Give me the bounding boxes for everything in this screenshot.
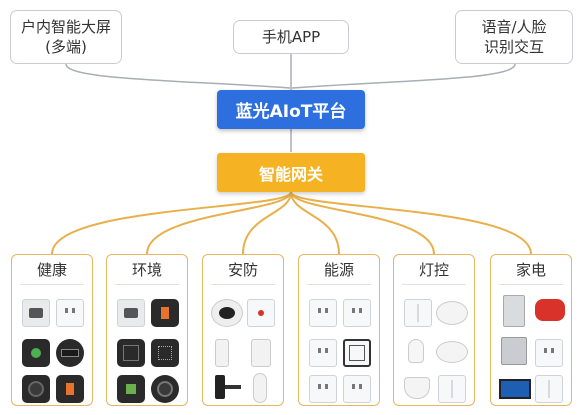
ceiling-light-icon (436, 301, 468, 325)
smart-screen-node: 户内智能大屏 (多端) (10, 10, 122, 64)
wall-switch-icon (117, 339, 145, 367)
category-title: 能源 (323, 261, 354, 279)
connector-screen-platform (65, 63, 291, 89)
branch-security (242, 191, 292, 255)
card-divider (211, 284, 275, 285)
card-divider (307, 284, 371, 285)
wall-switch-icon (535, 375, 563, 403)
category-card-energy: 能源 (298, 254, 380, 406)
wall-socket-icon (309, 299, 337, 327)
touch-panel-icon (151, 339, 179, 367)
refrigerator-icon (503, 295, 525, 327)
smart-gateway-node: 智能网关 (217, 153, 365, 192)
category-title: 安防 (227, 261, 258, 279)
category-card-security: 安防 (202, 254, 284, 406)
smart-gateway-label: 智能网关 (258, 164, 323, 184)
category-title: 环境 (131, 261, 162, 279)
wall-socket-icon (56, 299, 84, 327)
air-monitor-icon (151, 375, 179, 403)
category-title: 家电 (515, 261, 546, 279)
branch-lighting (290, 191, 435, 255)
air-purifier-icon (22, 299, 50, 327)
branch-environment (146, 191, 292, 255)
control-panel-icon (343, 339, 371, 367)
voice-face-sublabel: 识别交互 (483, 38, 544, 56)
touch-panel-icon (56, 375, 84, 403)
washing-machine-icon (501, 337, 527, 365)
thermostat-icon (22, 339, 50, 367)
television-icon (499, 379, 531, 399)
remote-icon (253, 373, 267, 403)
card-divider (402, 284, 466, 285)
category-title: 灯控 (418, 261, 449, 279)
light-bulb-icon (408, 339, 424, 363)
door-lock-icon (213, 373, 243, 403)
wall-socket-icon (343, 375, 371, 403)
wall-socket-icon (343, 299, 371, 327)
branch-appliance (290, 191, 532, 255)
wall-socket-icon (309, 375, 337, 403)
category-title: 健康 (36, 261, 67, 279)
wall-switch-icon (438, 375, 466, 403)
card-divider (115, 284, 179, 285)
touch-panel-icon (151, 299, 179, 327)
wall-socket-icon (535, 339, 563, 367)
category-card-lighting: 灯控 (393, 254, 475, 406)
category-card-appliance: 家电 (490, 254, 572, 406)
wall-switch-icon (404, 299, 432, 327)
voice-face-node: 语音/人脸 识别交互 (455, 10, 573, 64)
air-monitor-icon (22, 375, 50, 403)
category-card-health: 健康 (11, 254, 93, 406)
smart-screen-sublabel: (多端) (45, 38, 87, 56)
branch-energy (290, 191, 340, 255)
mobile-app-label: 手机APP (261, 28, 321, 46)
water-heater-icon (535, 299, 565, 321)
mobile-app-node: 手机APP (233, 20, 349, 54)
card-divider (20, 284, 84, 285)
aiot-platform-label: 蓝光AIoT平台 (235, 102, 347, 122)
category-card-environment: 环境 (106, 254, 188, 406)
aiot-platform-node: 蓝光AIoT平台 (217, 90, 365, 129)
card-divider (499, 284, 563, 285)
downlight-icon (404, 377, 430, 399)
ceiling-light-icon (436, 341, 468, 363)
smoke-detector-icon (211, 299, 243, 327)
connector-voice-platform (291, 63, 516, 89)
smart-speaker-icon (56, 339, 84, 367)
air-purifier-icon (117, 299, 145, 327)
alarm-button-icon (247, 299, 275, 327)
touch-panel-icon (117, 375, 145, 403)
smart-screen-label: 户内智能大屏 (20, 18, 111, 36)
branch-health (51, 191, 292, 255)
wall-socket-icon (309, 339, 337, 367)
voice-face-label: 语音/人脸 (481, 18, 547, 36)
door-sensor-icon (215, 339, 229, 367)
door-sensor-icon (251, 339, 271, 367)
